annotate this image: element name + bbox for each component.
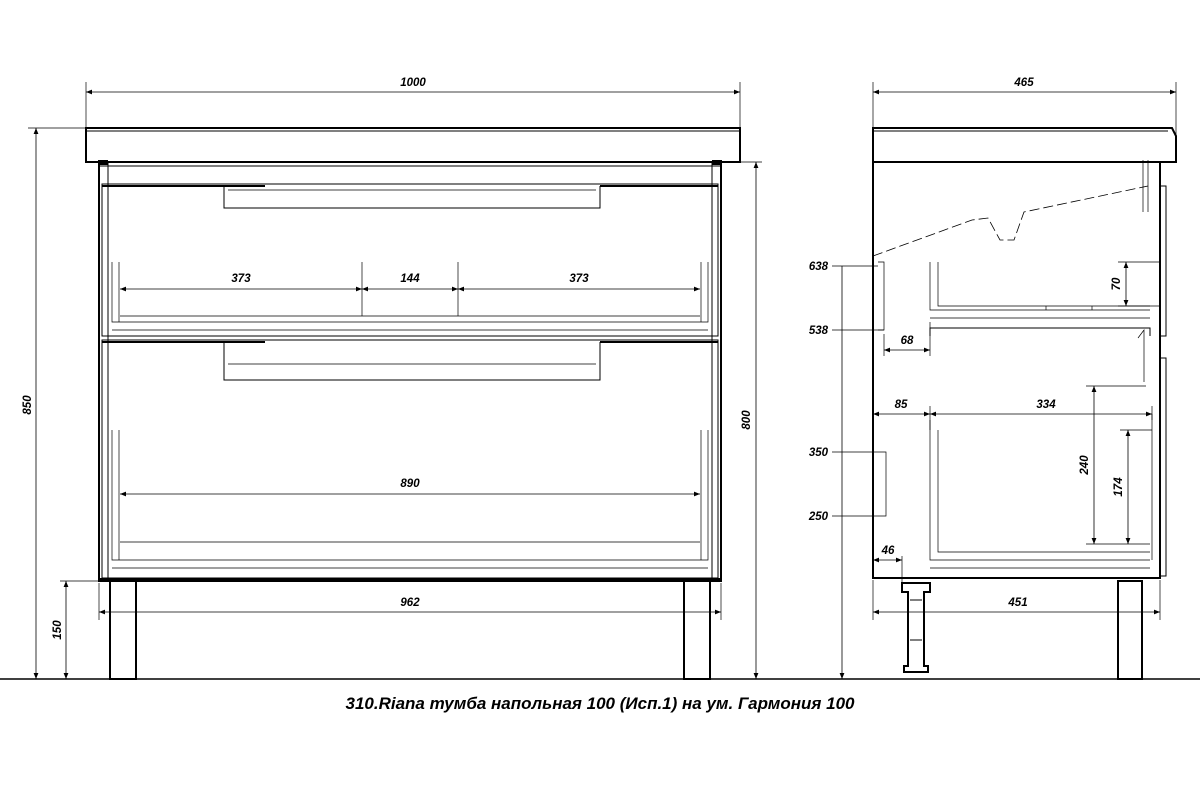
front-view xyxy=(85,127,741,680)
drawing-caption: 310.Riana тумба напольная 100 (Исп.1) на… xyxy=(345,694,855,713)
dim-cabinet-height: 800 xyxy=(741,410,753,430)
dim-level-538: 538 xyxy=(809,325,829,337)
dim-side-depth: 465 xyxy=(1013,77,1034,89)
dim-offset-68: 68 xyxy=(901,335,914,347)
side-leg-front xyxy=(901,582,931,673)
dim-base-width: 962 xyxy=(400,597,420,609)
upper-drawer-front xyxy=(101,183,719,337)
dim-offset-85: 85 xyxy=(895,399,908,411)
front-cabinet-body xyxy=(98,162,722,582)
dim-drawer-left: 373 xyxy=(231,273,251,285)
front-leg-left xyxy=(109,580,137,680)
dim-upper-drawer-height: 70 xyxy=(1111,277,1123,290)
dim-overall-width: 1000 xyxy=(400,77,426,89)
lower-drawer-box xyxy=(111,430,709,561)
dim-lower-drawer-inner-height: 174 xyxy=(1113,477,1125,497)
dim-level-638: 638 xyxy=(809,261,829,273)
upper-drawer-box xyxy=(111,262,709,323)
front-leg-right xyxy=(683,580,711,680)
dim-drawer-depth: 334 xyxy=(1036,399,1056,411)
dim-total-height: 850 xyxy=(22,395,34,415)
dim-drawer-middle: 144 xyxy=(400,273,420,285)
dim-base-depth: 451 xyxy=(1007,597,1027,609)
basin-outline xyxy=(872,185,1149,257)
dim-drawer-right: 373 xyxy=(569,273,589,285)
dim-drawer-inner-width: 890 xyxy=(400,478,420,490)
side-countertop xyxy=(872,127,1177,163)
dim-leg-height: 150 xyxy=(52,620,64,640)
dim-level-350: 350 xyxy=(809,447,829,459)
dim-level-250: 250 xyxy=(808,511,829,523)
side-view xyxy=(872,127,1177,680)
dim-offset-46: 46 xyxy=(881,545,895,557)
dim-lower-drawer-height: 240 xyxy=(1079,455,1091,476)
front-countertop xyxy=(85,127,741,163)
dimensions: 1000 373 144 373 890 962 850 150 800 465 xyxy=(22,77,1177,679)
side-leg-back xyxy=(1117,580,1143,680)
side-cabinet-body xyxy=(872,162,1161,579)
